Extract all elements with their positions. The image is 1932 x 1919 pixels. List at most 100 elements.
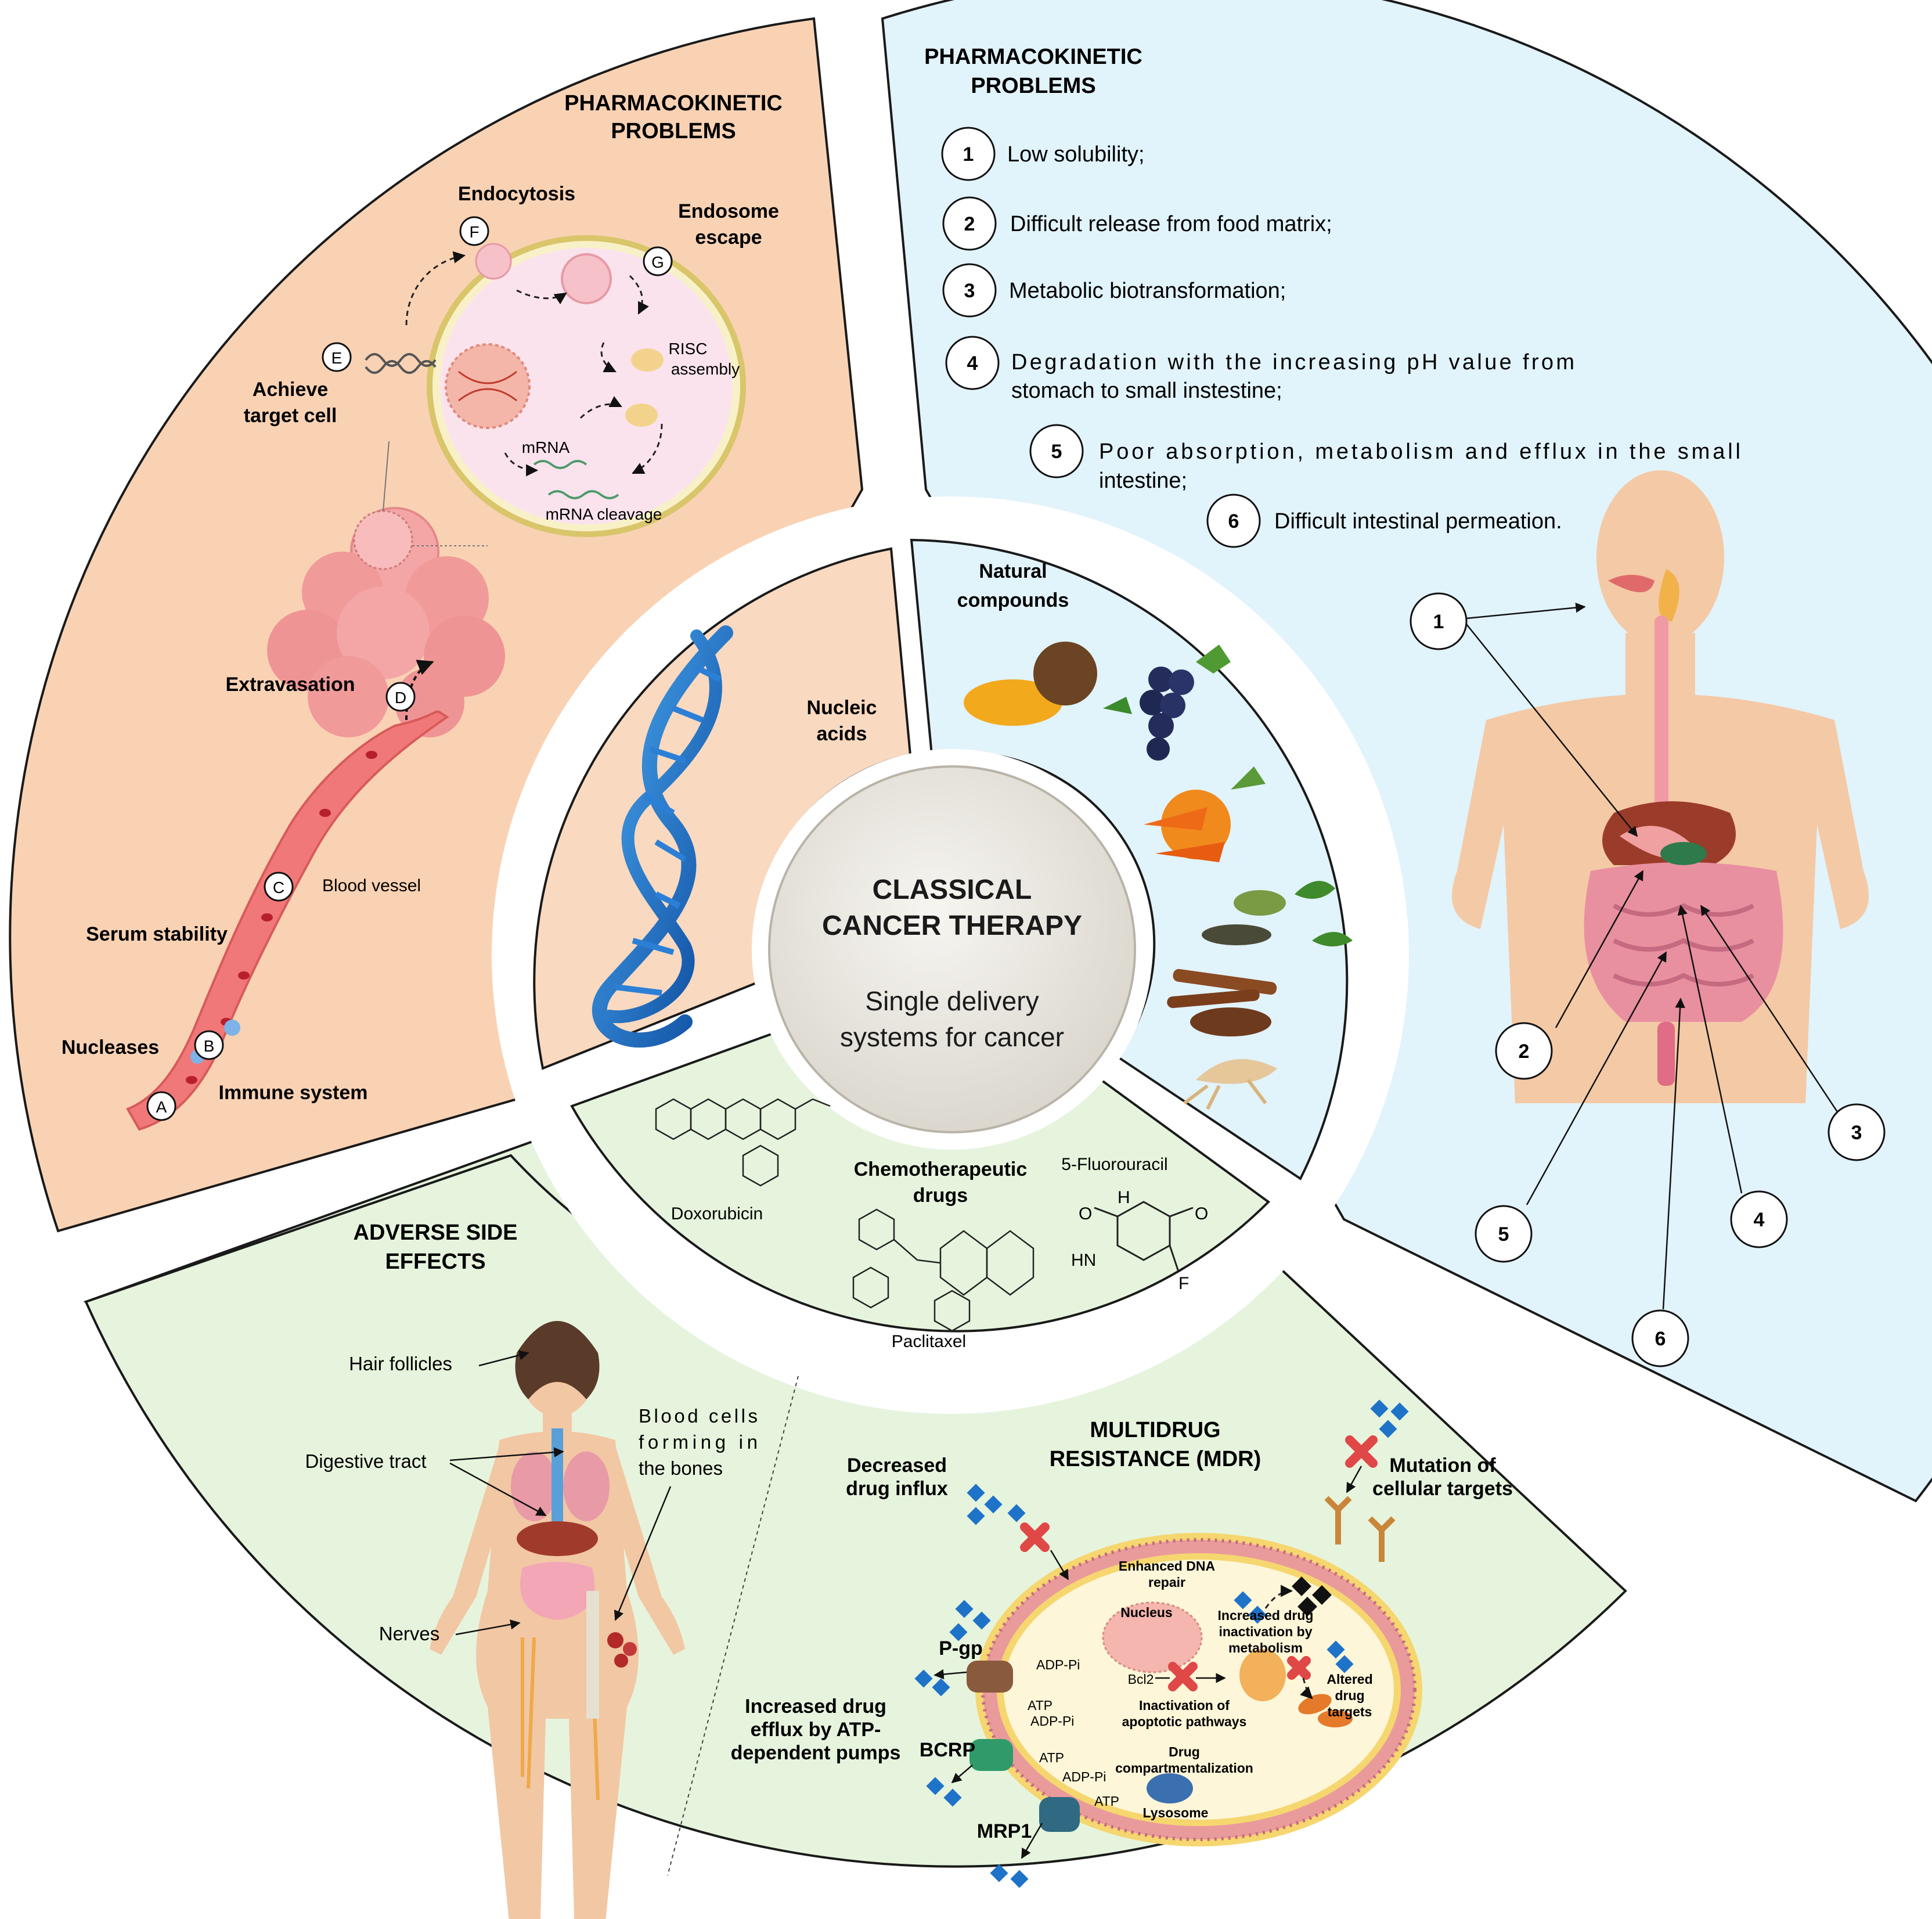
svg-text:A: A [156, 1098, 167, 1116]
digestive-tract-label: Digestive tract [305, 1450, 426, 1472]
compartment-label-1: Drug [1169, 1744, 1200, 1759]
altered-targets-label-3: targets [1328, 1704, 1372, 1719]
dna-repair-label-1: Enhanced DNA [1119, 1558, 1215, 1574]
altered-targets-label-2: drug [1335, 1688, 1364, 1703]
compartment-label-2: compartmentalization [1115, 1760, 1253, 1776]
lysosome-icon [1147, 1773, 1193, 1803]
svg-text:D: D [395, 689, 406, 707]
efflux-arrow-1 [933, 1669, 967, 1680]
svg-text:F: F [469, 223, 479, 241]
nucleic-acids-label-2: acids [817, 723, 867, 745]
mutation-arrow [1346, 1466, 1363, 1493]
quadrant-pk-natural [881, 0, 1932, 1503]
fluorouracil-atom-h: H [1118, 1188, 1130, 1207]
mutation-label-2: cellular targets [1372, 1478, 1513, 1500]
hair-follicles-label: Hair follicles [349, 1353, 452, 1374]
efflux-label-2: efflux by ATP- [751, 1719, 881, 1741]
lysosome-label: Lysosome [1143, 1805, 1209, 1820]
center-disc [768, 765, 1136, 1133]
efflux-label-1: Increased drug [745, 1695, 886, 1718]
pk-item-2: 2 Difficult release from food matrix; [942, 196, 1332, 251]
risc-arrow-2 [600, 342, 617, 373]
hair-pointer [478, 1350, 529, 1367]
marker-a: A [146, 1091, 176, 1121]
pk-item-3: 3 Metabolic biotransformation; [942, 263, 1286, 318]
center-subtitle-1: Single delivery [865, 986, 1039, 1016]
digestive-pointer-2 [449, 1462, 547, 1517]
nuclease-icon [224, 1020, 240, 1036]
pointer-4 [1677, 905, 1743, 1194]
cleavage-arrow [632, 423, 663, 474]
svg-text:6: 6 [1228, 510, 1239, 532]
pgp-pump-icon [967, 1661, 1013, 1693]
adverse-title-1: ADVERSE SIDE [354, 1220, 518, 1245]
pointer-2 [1555, 870, 1644, 1028]
turmeric-icon [964, 642, 1132, 726]
paclitaxel-label: Paclitaxel [892, 1332, 966, 1351]
adp-label-1: ADP-Pi [1036, 1657, 1080, 1672]
inactivation-metab-label-2: inactivation by [1219, 1624, 1312, 1639]
svg-text:6: 6 [1655, 1328, 1666, 1350]
svg-text:4: 4 [1754, 1209, 1765, 1231]
svg-text:Difficult intestinal permeatio: Difficult intestinal permeation. [1274, 509, 1562, 534]
adp-label-3: ADP-Pi [1062, 1769, 1106, 1784]
green-tea-icon [1202, 881, 1353, 946]
extravasation-label: Extravasation [226, 674, 355, 696]
chemo-label-2: drugs [913, 1184, 968, 1207]
altered-arrow [1300, 1677, 1313, 1700]
pgp-label: P-gp [939, 1637, 983, 1659]
target-receptors [1324, 1496, 1396, 1562]
decreased-influx-label-1: Decreased [847, 1454, 947, 1477]
risc-label-2: assembly [671, 360, 740, 378]
pk-nucleic-title-1: PHARMACOKINETIC [564, 91, 783, 116]
body-marker-3: 3 [1828, 1103, 1886, 1161]
pk-item-6: 6 Difficult intestinal permeation. [1206, 494, 1562, 548]
svg-text:1: 1 [963, 143, 974, 165]
marker-f: F [459, 216, 489, 246]
nerves-pointer [455, 1619, 521, 1636]
mrna-strand-icon [533, 460, 619, 499]
svg-text:B: B [204, 1037, 215, 1055]
body-marker-4: 4 [1730, 1190, 1788, 1248]
inactivation-metab-label-1: Increased drug [1218, 1608, 1314, 1623]
svg-text:Difficult release from food ma: Difficult release from food matrix; [1010, 212, 1332, 236]
mrp1-label: MRP1 [977, 1820, 1032, 1842]
escape-arrow [516, 289, 567, 305]
decreased-influx-label-2: drug influx [846, 1478, 948, 1500]
body-marker-5: 5 [1475, 1205, 1533, 1263]
svg-text:Metabolic biotransformation;: Metabolic biotransformation; [1009, 279, 1286, 303]
altered-targets-label-1: Altered [1327, 1672, 1372, 1687]
natural-compounds-label-1: Natural [979, 560, 1047, 582]
svg-text:3: 3 [1851, 1122, 1862, 1144]
marker-e: E [322, 342, 352, 372]
svg-text:G: G [651, 253, 664, 271]
risc-label-1: RISC [669, 340, 708, 358]
fluorouracil-structure [1094, 1201, 1194, 1272]
marker-b: B [194, 1030, 224, 1060]
paclitaxel-structure [852, 1208, 1035, 1332]
bcrp-pump-icon [969, 1739, 1013, 1771]
apoptotic-label-1: Inactivation of [1139, 1698, 1230, 1713]
mrp1-pump-icon [1039, 1797, 1080, 1832]
bcl2-label: Bcl2 [1128, 1672, 1154, 1687]
nerves-label: Nerves [379, 1623, 440, 1644]
svg-text:1: 1 [1433, 611, 1444, 633]
section-divider [667, 1376, 799, 1876]
nucleic-acids-label-1: Nucleic [807, 697, 877, 719]
grapes-icon [1140, 645, 1231, 761]
atp-label-3: ATP [1094, 1794, 1119, 1809]
endocytosis-label: Endocytosis [458, 183, 575, 205]
carrots-pumpkin-icon [1144, 766, 1266, 862]
cinnamon-icon [1167, 968, 1277, 1036]
svg-text:C: C [273, 879, 284, 897]
blood-vessel [126, 710, 449, 1131]
endosome-escape-label-2: escape [695, 226, 762, 249]
risc-arrow [629, 275, 649, 315]
inactivated-drugs [1292, 1576, 1332, 1616]
svg-text:intestine;: intestine; [1099, 469, 1187, 493]
efflux-arrow-3 [1021, 1823, 1043, 1859]
mrna-to-cleavage-arrow [504, 452, 539, 477]
dna-repair-label-2: repair [1148, 1575, 1185, 1590]
body-marker-6: 6 [1631, 1309, 1689, 1367]
center-subtitle-2: systems for cancer [840, 1022, 1064, 1052]
